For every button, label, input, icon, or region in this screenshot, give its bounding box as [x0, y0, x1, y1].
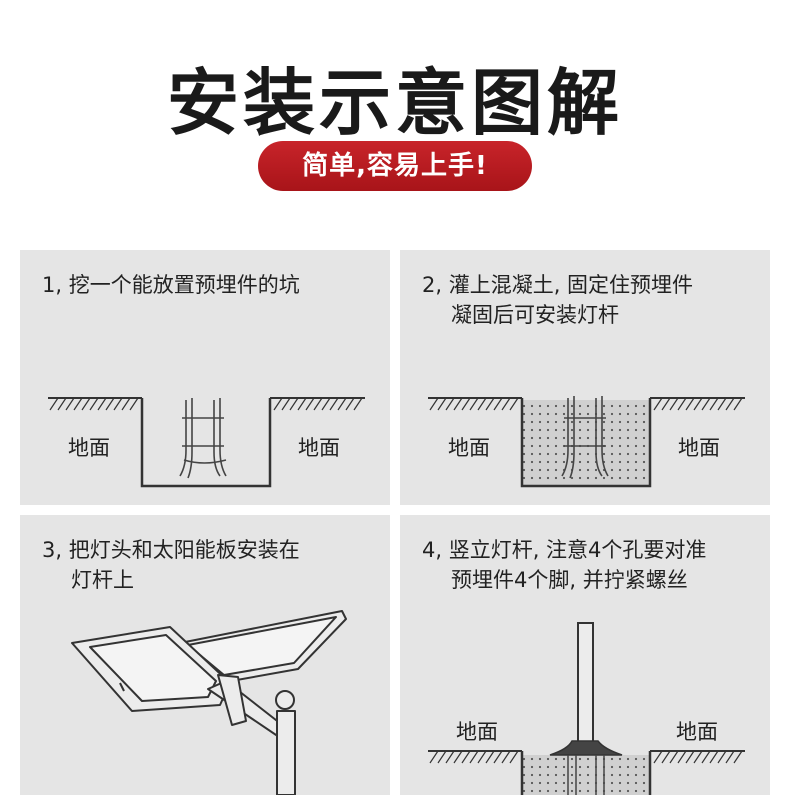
step-3-line-2: 灯杆上 [71, 568, 134, 592]
light-pole [577, 622, 594, 744]
step-2-line-2: 凝固后可安装灯杆 [451, 303, 619, 327]
step-3-text: 3, 把灯头和太阳能板安装在 灯杆上 [42, 535, 300, 595]
embedded-anchor-cage [561, 396, 609, 479]
ground-hatch-left [429, 397, 519, 411]
pole-cap [275, 690, 295, 710]
ground-label-left: 地面 [456, 720, 498, 744]
pit-walls [520, 751, 652, 795]
step-panel-4: 4, 竖立灯杆, 注意4个孔要对准 预埋件4个脚, 并拧紧螺丝 [400, 515, 770, 795]
step-3-line-1: 3, 把灯头和太阳能板安装在 [42, 538, 300, 562]
ground-label-right: 地面 [298, 436, 340, 460]
pole-base-flange [549, 740, 623, 756]
ground-label-left: 地面 [448, 436, 490, 460]
ground-label-right: 地面 [678, 436, 720, 460]
step-1-line-1: 1, 挖一个能放置预埋件的坑 [42, 273, 300, 297]
pit-diagram: 地面 地面 [48, 397, 365, 488]
step-4-text: 4, 竖立灯杆, 注意4个孔要对准 预埋件4个脚, 并拧紧螺丝 [422, 535, 706, 595]
ground-hatch-left [49, 397, 139, 411]
ground-hatch-left [429, 750, 519, 764]
pit-outline [520, 398, 652, 488]
step-panel-2: 2, 灌上混凝土, 固定住预埋件 凝固后可安装灯杆 [400, 250, 770, 505]
step-4-line-2: 预埋件4个脚, 并拧紧螺丝 [451, 568, 688, 592]
arm-joint [217, 674, 247, 726]
concrete-texture [522, 400, 650, 486]
ground-hatch-right [653, 397, 743, 411]
concrete-diagram: 地面 地面 [428, 396, 745, 488]
light-pole [276, 710, 296, 795]
lamp-assembly-diagram [71, 610, 347, 795]
pole-erection-diagram: 地面 地面 [428, 622, 745, 795]
ground-label-left: 地面 [68, 436, 110, 460]
ground-hatch-right [273, 397, 363, 411]
lamp-bracket [119, 682, 125, 692]
embedded-anchor-cage [179, 398, 227, 479]
step-1-text: 1, 挖一个能放置预埋件的坑 [42, 270, 300, 300]
step-4-line-1: 4, 竖立灯杆, 注意4个孔要对准 [422, 538, 707, 562]
pit-outline [140, 398, 272, 488]
page-title: 安装示意图解 [166, 61, 623, 145]
step-panel-3: 3, 把灯头和太阳能板安装在 灯杆上 [20, 515, 390, 795]
step-panel-1: 1, 挖一个能放置预埋件的坑 [20, 250, 390, 505]
concrete-texture [522, 755, 650, 795]
ground-hatch-right [653, 750, 743, 764]
step-2-text: 2, 灌上混凝土, 固定住预埋件 凝固后可安装灯杆 [422, 270, 693, 330]
anchor-bolts [567, 755, 605, 795]
step-2-line-1: 2, 灌上混凝土, 固定住预埋件 [422, 273, 694, 297]
subtitle-badge: 简单,容易上手! [258, 141, 532, 191]
ground-label-right: 地面 [676, 720, 718, 744]
